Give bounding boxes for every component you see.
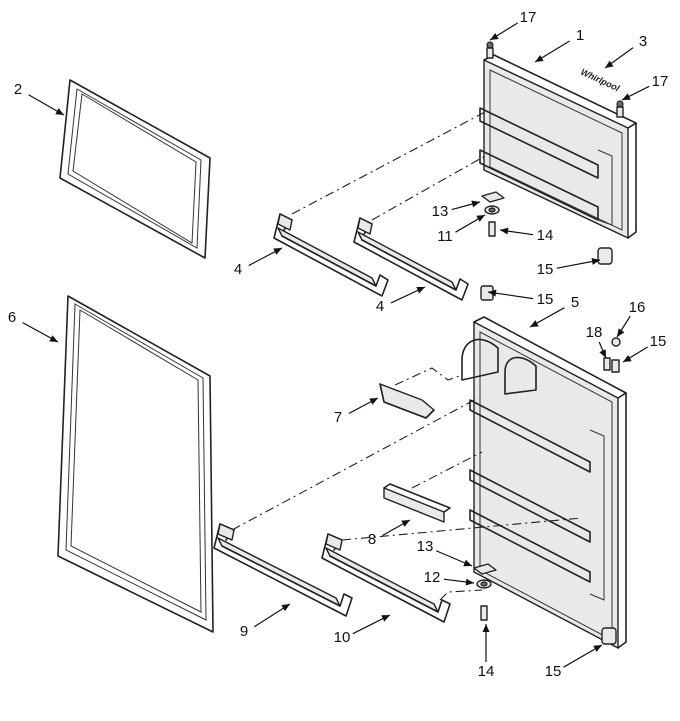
callout-c5: 5 xyxy=(529,294,579,328)
arrow-head-icon xyxy=(617,328,625,337)
arrow-head-icon xyxy=(482,624,490,632)
arrow-head-icon xyxy=(599,349,606,358)
callout-number: 5 xyxy=(571,294,579,311)
arrow-head-icon xyxy=(55,108,64,115)
callout-c15a: 15 xyxy=(537,257,601,278)
arrow-head-icon xyxy=(535,54,544,62)
callout-number: 18 xyxy=(586,324,603,341)
callout-number: 15 xyxy=(537,261,554,278)
callout-number: 15 xyxy=(650,333,667,350)
callout-c4b: 4 xyxy=(376,286,426,315)
dairy-compartment-door xyxy=(379,383,435,419)
callout-c3: 3 xyxy=(604,33,647,69)
callout-number: 4 xyxy=(234,261,242,278)
fresh-food-door-gasket xyxy=(57,295,214,633)
callout-number: 8 xyxy=(368,531,376,548)
callout-number: 13 xyxy=(432,203,449,220)
callout-number: 16 xyxy=(629,299,646,316)
callout-number: 4 xyxy=(376,298,384,315)
fresh-food-door-shelf-left xyxy=(213,523,353,617)
arrow-head-icon xyxy=(416,287,425,294)
callout-c14b: 14 xyxy=(478,624,495,680)
freezer-door-gasket xyxy=(59,79,211,259)
callout-number: 14 xyxy=(537,227,554,244)
callout-c9: 9 xyxy=(240,603,291,640)
callout-c1: 1 xyxy=(534,27,584,63)
brand-logo: Whirlpool xyxy=(579,67,621,94)
arrow-head-icon xyxy=(488,289,497,297)
callout-number: 13 xyxy=(417,538,434,555)
callout-c2: 2 xyxy=(14,81,65,116)
callout-c4a: 4 xyxy=(234,247,283,278)
callout-c13a: 13 xyxy=(432,200,481,220)
callout-number: 11 xyxy=(437,228,453,245)
callout-number: 6 xyxy=(8,309,16,326)
arrow-head-icon xyxy=(401,520,410,527)
callout-number: 12 xyxy=(424,569,441,586)
callout-c10: 10 xyxy=(334,614,391,646)
arrow-head-icon xyxy=(530,320,539,327)
fresh-food-top-hinge-hardware xyxy=(603,337,621,373)
arrow-head-icon xyxy=(476,215,485,222)
callout-c18: 18 xyxy=(586,324,607,359)
freezer-door: Whirlpool xyxy=(479,41,637,239)
callout-number: 14 xyxy=(478,663,495,680)
freezer-door-shelf-right xyxy=(353,217,469,301)
callout-number: 7 xyxy=(334,409,342,426)
callout-c14a: 14 xyxy=(499,227,554,244)
callout-number: 17 xyxy=(652,73,669,90)
arrow-head-icon xyxy=(49,335,58,342)
small-door-bin xyxy=(383,483,451,523)
arrow-head-icon xyxy=(622,93,631,100)
callout-c7: 7 xyxy=(334,397,379,426)
fresh-food-door-shelf-right xyxy=(321,533,451,623)
arrow-head-icon xyxy=(593,645,602,652)
fresh-food-door xyxy=(461,316,627,649)
callout-number: 1 xyxy=(576,27,584,44)
callout-number: 17 xyxy=(520,9,537,26)
callout-c11: 11 xyxy=(437,214,486,245)
arrow-head-icon xyxy=(369,398,378,405)
callout-c8: 8 xyxy=(368,519,411,548)
callout-number: 3 xyxy=(639,33,647,50)
callout-c15d: 15 xyxy=(545,644,603,680)
arrow-head-icon xyxy=(500,227,509,235)
fresh-food-bottom-hinge-hardware xyxy=(473,563,617,645)
arrow-head-icon xyxy=(623,354,632,362)
callout-c17a: 17 xyxy=(489,9,537,41)
callout-c12: 12 xyxy=(424,569,475,586)
callout-c15c: 15 xyxy=(622,333,667,363)
arrow-head-icon xyxy=(463,559,472,567)
arrow-head-icon xyxy=(381,615,390,622)
arrow-head-icon xyxy=(465,578,474,586)
arrow-head-icon xyxy=(605,60,614,68)
callout-number: 15 xyxy=(537,291,554,308)
callout-number: 10 xyxy=(334,629,351,646)
callout-number: 15 xyxy=(545,663,562,680)
callout-c13b: 13 xyxy=(417,538,473,567)
callout-number: 2 xyxy=(14,81,22,98)
arrow-head-icon xyxy=(281,604,290,612)
callout-number: 9 xyxy=(240,623,248,640)
freezer-door-shelf-left xyxy=(273,213,389,297)
arrow-head-icon xyxy=(273,248,282,255)
arrow-head-icon xyxy=(471,200,480,208)
callout-c6: 6 xyxy=(8,309,59,343)
arrow-head-icon xyxy=(490,32,499,40)
arrow-head-icon xyxy=(591,257,600,265)
freezer-hinge-hardware xyxy=(480,191,613,301)
callout-c17b: 17 xyxy=(621,73,669,101)
callout-c15b: 15 xyxy=(487,289,554,308)
callout-c16: 16 xyxy=(616,299,646,338)
